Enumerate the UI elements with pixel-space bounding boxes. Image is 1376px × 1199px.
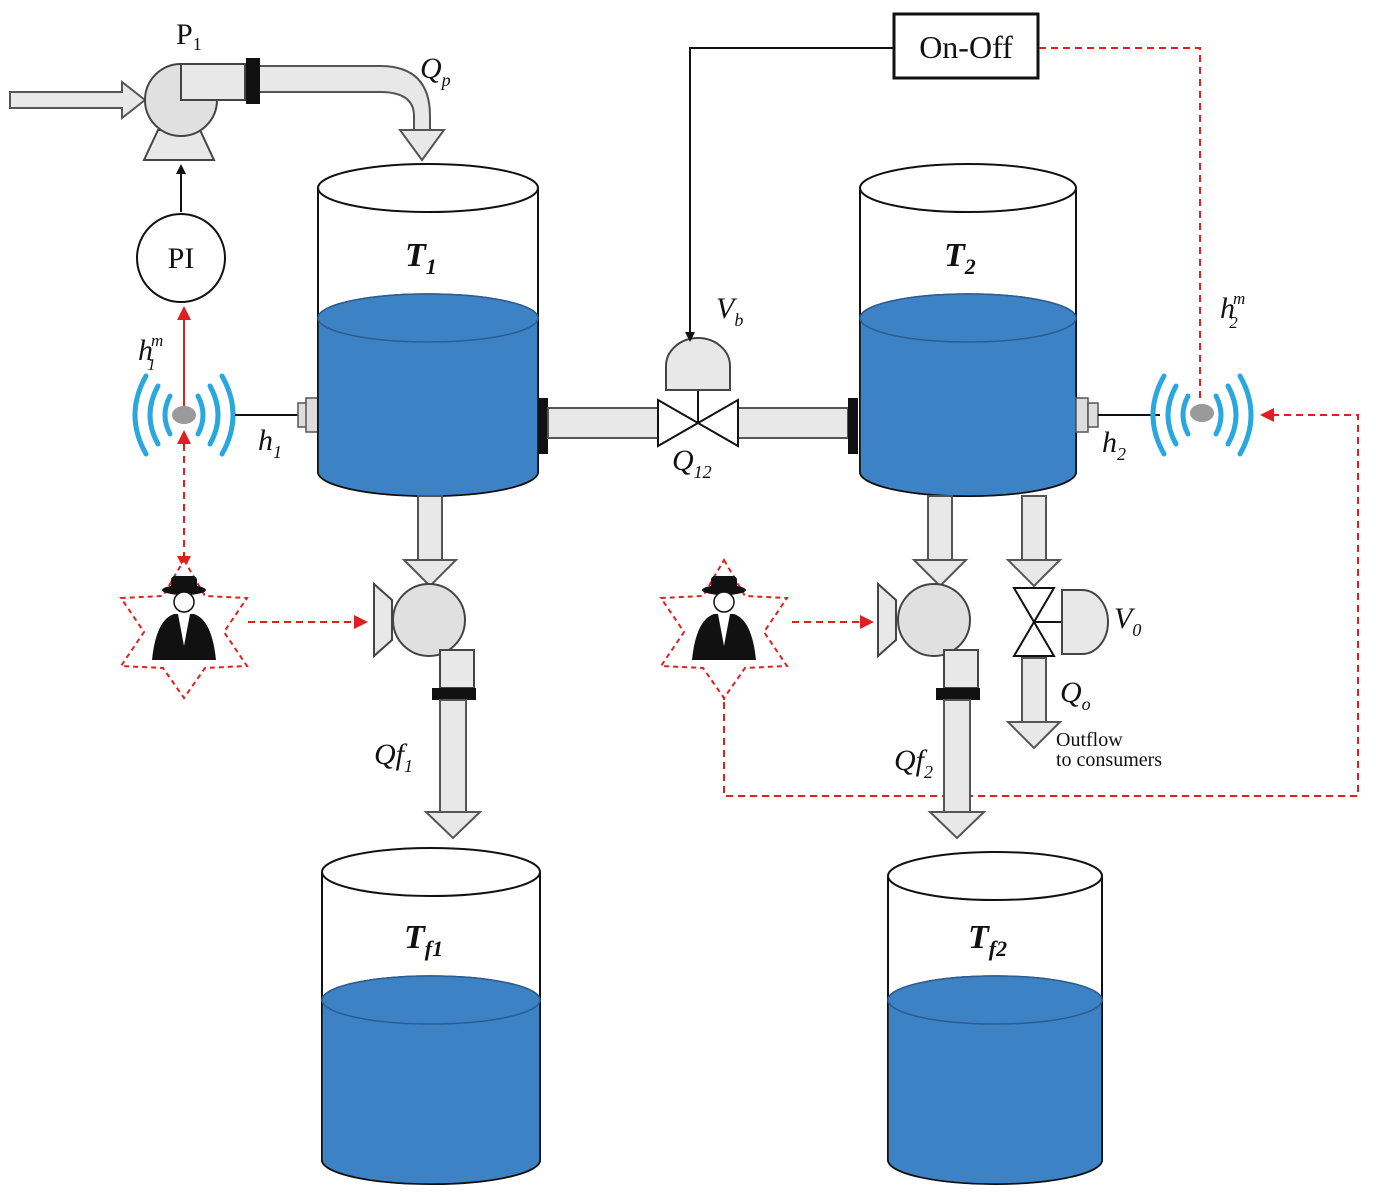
outflow-pipe <box>1005 495 1063 750</box>
tank-t1 <box>317 163 539 497</box>
pump-p1 <box>142 58 260 161</box>
h2-label: h2 <box>1102 426 1126 464</box>
outflow-label-line2: to consumers <box>1056 749 1162 771</box>
tank-t2 <box>859 163 1077 497</box>
onoff-to-vb-signal <box>685 47 894 342</box>
valve-v0-icon <box>1012 587 1109 657</box>
pi-controller <box>136 213 226 303</box>
supply-pipe <box>260 65 446 162</box>
pipe-valve-t2 <box>737 407 849 439</box>
t2-inlet-flange <box>848 398 858 454</box>
t1-outlet-flange <box>538 398 548 454</box>
pump-flange-icon <box>246 58 260 104</box>
tank-t1-top <box>317 163 539 213</box>
tank-tf2 <box>887 851 1103 1185</box>
flow-qf1-label: Qf1 <box>374 738 413 776</box>
tank-t2-water-surface <box>859 293 1077 343</box>
pi-controller-label: PI <box>168 242 195 275</box>
sensor-1-node <box>172 406 196 424</box>
tank-t1-label: T1 <box>405 237 437 279</box>
h1-label: h1 <box>258 424 282 462</box>
outflow-label-line1: Outflow <box>1056 729 1123 751</box>
flow-qo-label: Qo <box>1060 676 1091 714</box>
tf1-inflow-pipe <box>423 699 483 840</box>
h2m-to-onoff-signal <box>1038 47 1201 398</box>
valve-vb-icon <box>657 337 739 448</box>
flow-q12-label: Q12 <box>672 444 712 482</box>
drain-pump-1 <box>373 581 476 700</box>
onoff-controller <box>892 12 1040 80</box>
pipe-t1-valve <box>547 407 659 439</box>
valve-vb-label: Vb <box>716 292 743 330</box>
t1-drain-pipe <box>401 495 459 588</box>
tf2-inflow-pipe <box>927 699 987 840</box>
attacker-2-icon <box>659 558 789 700</box>
tank-tf1 <box>321 847 541 1185</box>
flow-qp-label: Qp <box>420 52 451 90</box>
sensor-2-node <box>1190 404 1214 422</box>
t2-drain-pipe <box>911 495 969 588</box>
onoff-controller-label: On-Off <box>919 29 1013 65</box>
sensor-2-port-flange <box>1075 397 1089 433</box>
tank-tf2-label: Tf2 <box>968 919 1007 961</box>
sensor-1-port-flange <box>305 397 319 433</box>
tank-tf1-label: Tf1 <box>404 919 443 961</box>
tank-tf1-water-surface <box>321 975 541 1025</box>
tank-tf1-top <box>321 847 541 897</box>
wireless-sensor-1-icon <box>132 373 236 457</box>
attacker-1-icon <box>119 558 249 700</box>
pump-label: P1 <box>176 18 202 54</box>
tank-t2-top <box>859 163 1077 213</box>
inlet-flow-arrow <box>9 79 147 121</box>
attacker-2-sensor-link <box>723 408 1359 797</box>
sensor-2-port <box>1087 402 1099 428</box>
wireless-sensor-2-icon <box>1150 373 1254 457</box>
tank-t2-label: T2 <box>944 237 976 279</box>
tank-tf2-top <box>887 851 1103 901</box>
flow-qf2-label: Qf2 <box>894 744 933 782</box>
tank-tf2-water-surface <box>887 975 1103 1025</box>
tank-t1-water-surface <box>317 293 539 343</box>
drain-pump-2 <box>877 581 980 700</box>
valve-v0-label: V0 <box>1114 602 1141 640</box>
